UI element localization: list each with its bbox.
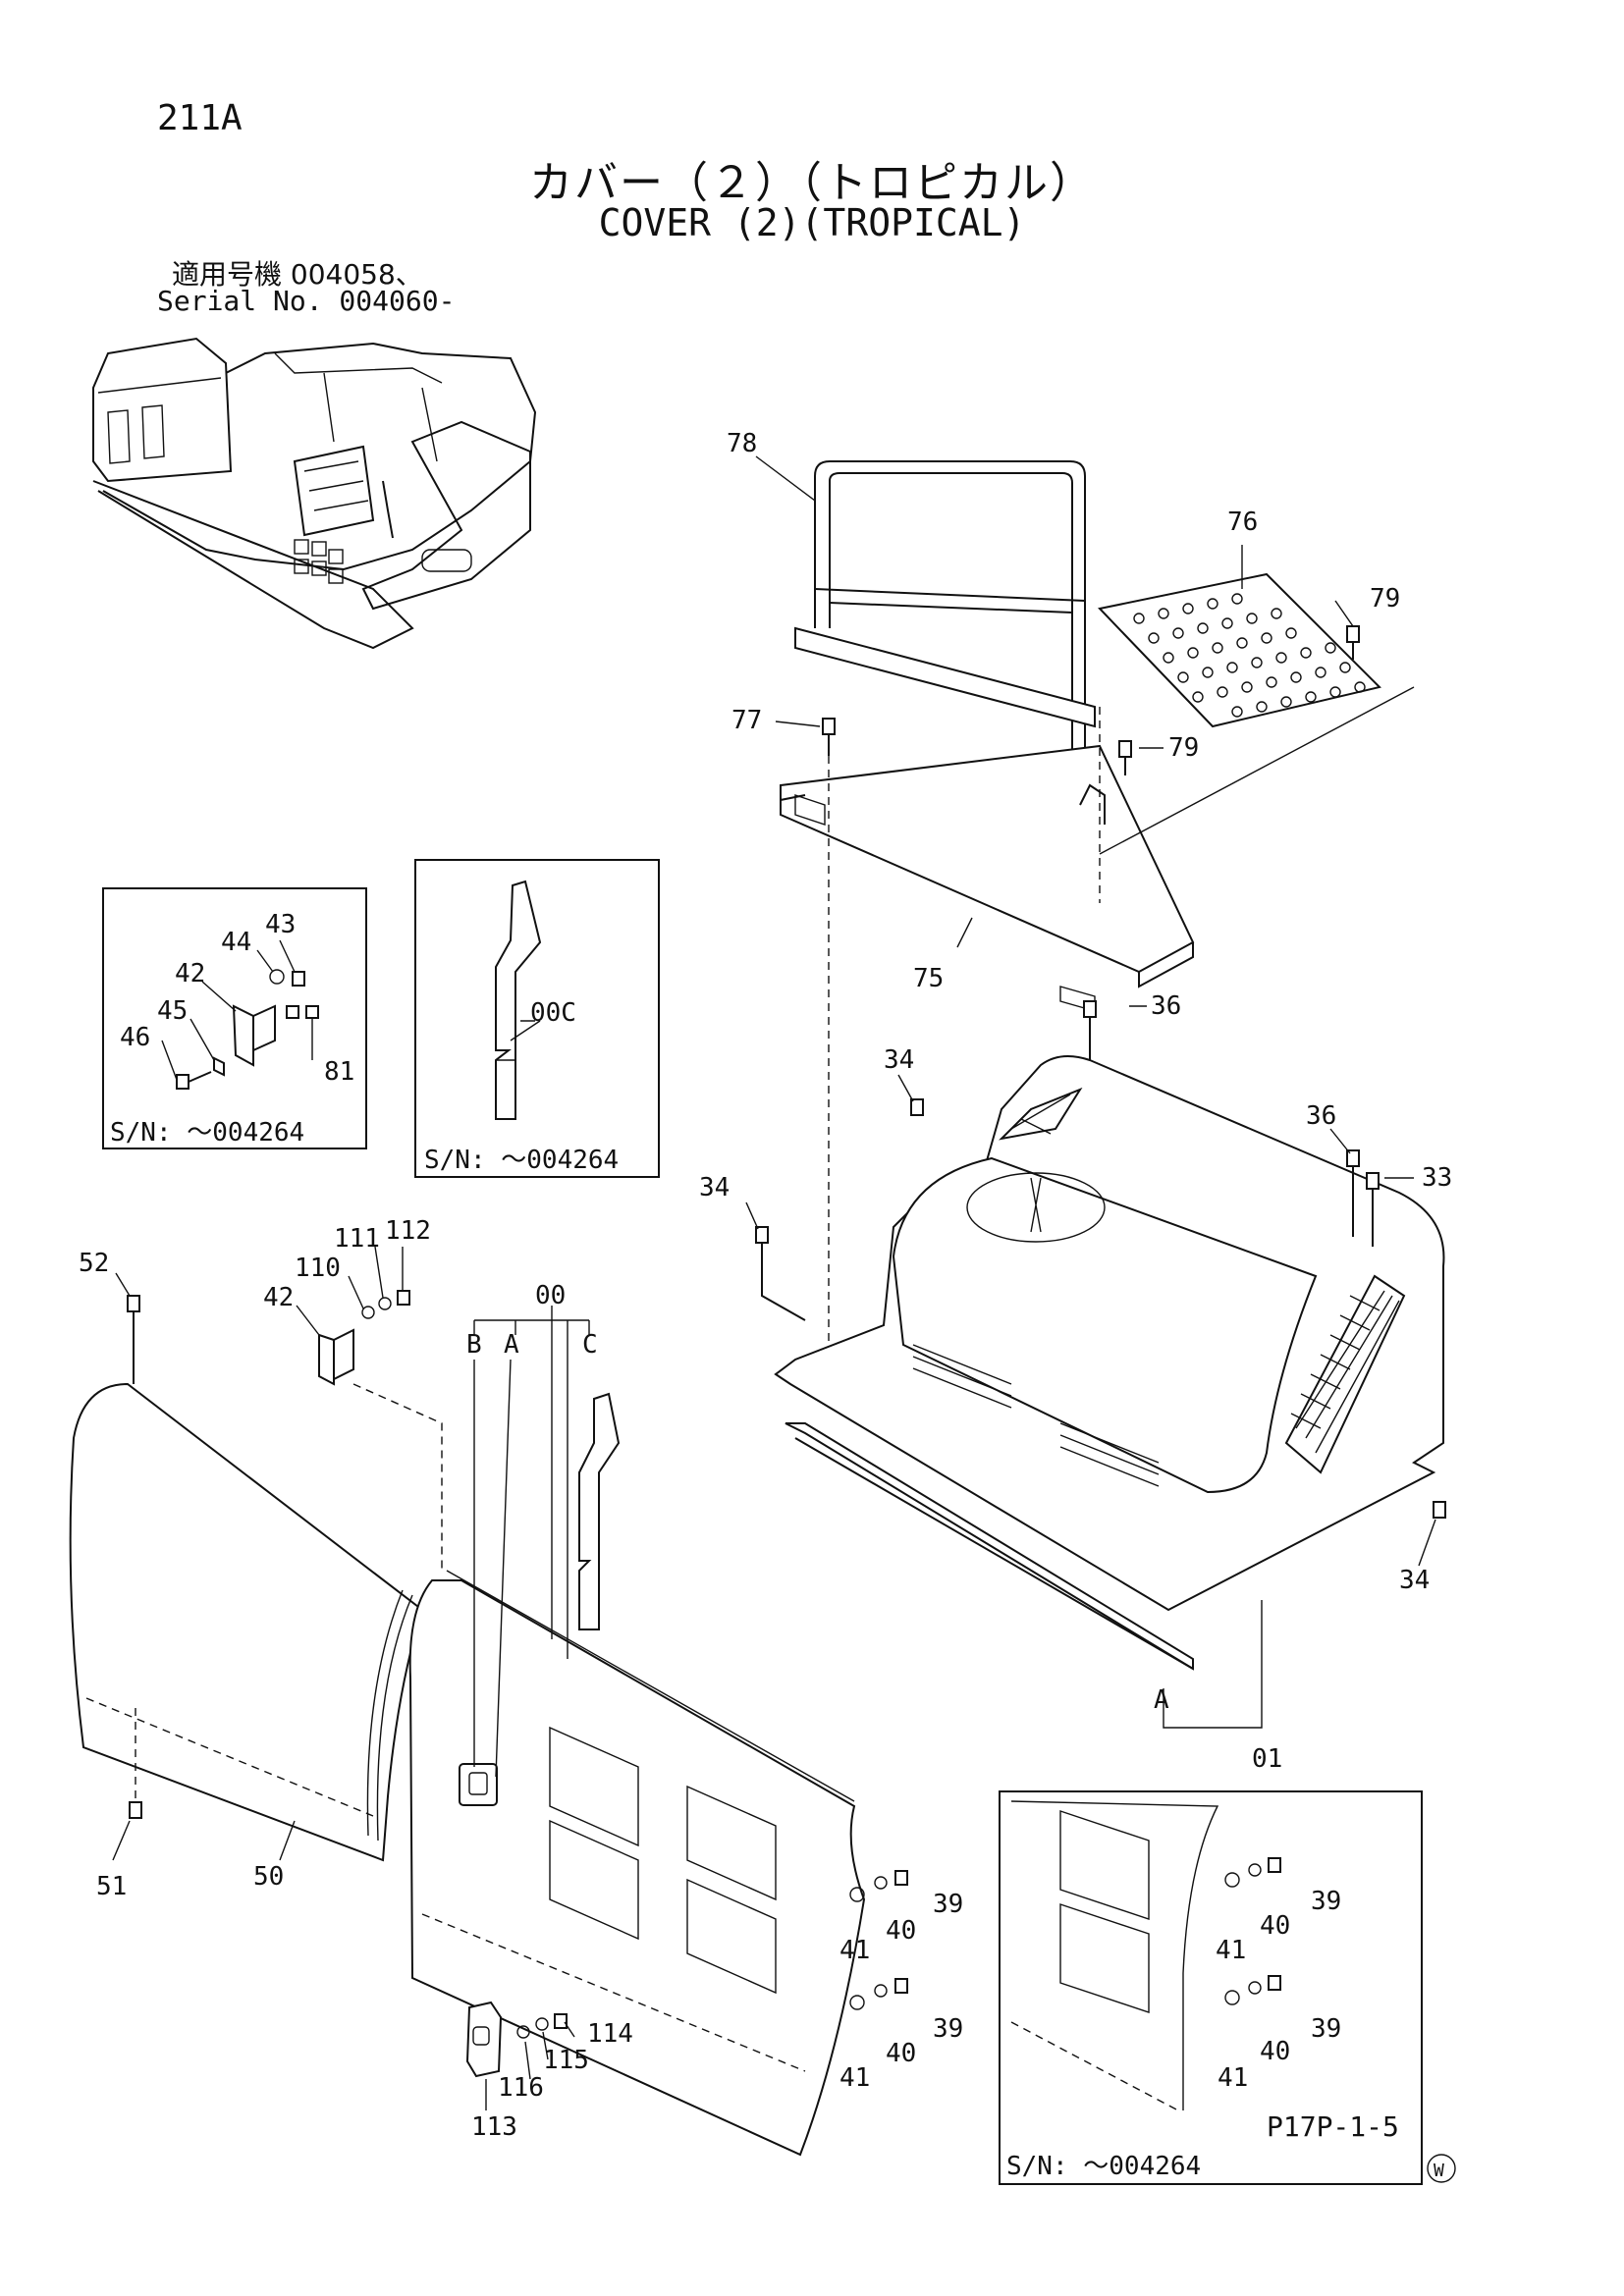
inset-box-bracket-parts xyxy=(102,887,367,1149)
callout-113: 113 xyxy=(471,2112,517,2142)
callout-81: 81 xyxy=(324,1057,354,1087)
callout-75: 75 xyxy=(913,964,944,993)
inset-note: S/N: ～004264 xyxy=(110,1118,304,1148)
callout-51: 51 xyxy=(96,1872,127,1901)
callout-00c: 00C xyxy=(530,998,576,1028)
callout-36: 36 xyxy=(1306,1101,1336,1131)
door-variant-detail xyxy=(1010,1800,1281,2111)
callout-110: 110 xyxy=(295,1254,341,1283)
callout-44: 44 xyxy=(221,928,251,957)
callout-b: B xyxy=(466,1330,482,1360)
callout-41: 41 xyxy=(1216,1936,1246,1965)
callout-50: 50 xyxy=(253,1862,284,1892)
manufacturer-mark xyxy=(1427,2154,1456,2183)
callout-39: 39 xyxy=(933,2014,963,2044)
callout-116: 116 xyxy=(498,2073,544,2103)
callout-34: 34 xyxy=(884,1045,914,1075)
manufacturer-mark-letter: W xyxy=(1434,2161,1444,2181)
callout-34: 34 xyxy=(699,1173,730,1202)
callout-c: C xyxy=(582,1330,598,1360)
callout-46: 46 xyxy=(120,1023,150,1052)
title-english: COVER (2)(TROPICAL) xyxy=(598,201,1026,244)
door-bracket-parts xyxy=(296,1246,443,1571)
callout-76: 76 xyxy=(1227,507,1258,537)
callout-42: 42 xyxy=(263,1283,294,1312)
callout-01: 01 xyxy=(1252,1744,1282,1774)
page-code: 211A xyxy=(157,98,243,138)
center-door-panel xyxy=(408,1306,908,2157)
callout-a: A xyxy=(504,1330,519,1360)
callout-77: 77 xyxy=(731,706,762,735)
inset-box-cover-00c xyxy=(414,859,660,1178)
callout-41: 41 xyxy=(1218,2063,1248,2093)
callout-41: 41 xyxy=(839,1936,870,1965)
callout-43: 43 xyxy=(265,910,296,939)
callout-34: 34 xyxy=(1399,1566,1430,1595)
callout-79: 79 xyxy=(1370,584,1400,614)
callout-45: 45 xyxy=(157,996,188,1026)
callout-40: 40 xyxy=(1260,1911,1290,1941)
callout-a: A xyxy=(1154,1685,1169,1715)
callout-112: 112 xyxy=(385,1216,431,1246)
callout-labels: 78 76 79 77 79 75 36 34 36 33 34 34 A 01… xyxy=(79,429,1452,2181)
callout-78: 78 xyxy=(727,429,757,458)
callout-115: 115 xyxy=(543,2046,589,2075)
callout-42: 42 xyxy=(175,959,205,988)
callout-40: 40 xyxy=(1260,2037,1290,2066)
callout-114: 114 xyxy=(587,2019,633,2049)
serial-applicable: 適用号機 004058、 xyxy=(172,258,423,291)
callout-39: 39 xyxy=(933,1890,963,1919)
callout-52: 52 xyxy=(79,1249,109,1278)
cover-00c-detail xyxy=(495,880,542,1120)
callout-36: 36 xyxy=(1151,991,1181,1021)
callout-40: 40 xyxy=(886,2039,916,2068)
inset-note: S/N: ～004264 xyxy=(424,1146,619,1175)
machine-overview-illustration xyxy=(92,337,537,650)
title-japanese: カバー（２）（トロピカル） xyxy=(529,158,1095,208)
footer-code: P17P-1-5 xyxy=(1267,2110,1399,2143)
callout-79: 79 xyxy=(1168,733,1199,763)
handrail-assembly xyxy=(755,455,1415,1404)
callout-00: 00 xyxy=(535,1281,566,1310)
callout-33: 33 xyxy=(1422,1163,1452,1193)
inset-box-door-variant xyxy=(999,1790,1423,2185)
callout-41: 41 xyxy=(839,2063,870,2093)
callout-39: 39 xyxy=(1311,2014,1341,2044)
callout-39: 39 xyxy=(1311,1887,1341,1916)
inset-note: S/N: ～004264 xyxy=(1006,2152,1201,2181)
callout-111: 111 xyxy=(334,1224,380,1254)
left-door-panel xyxy=(69,1272,424,1862)
serial-number: Serial No. 004060- xyxy=(157,285,456,317)
engine-cover-assembly xyxy=(745,1000,1446,1729)
bracket-parts-detail xyxy=(161,939,319,1090)
callout-40: 40 xyxy=(886,1916,916,1946)
